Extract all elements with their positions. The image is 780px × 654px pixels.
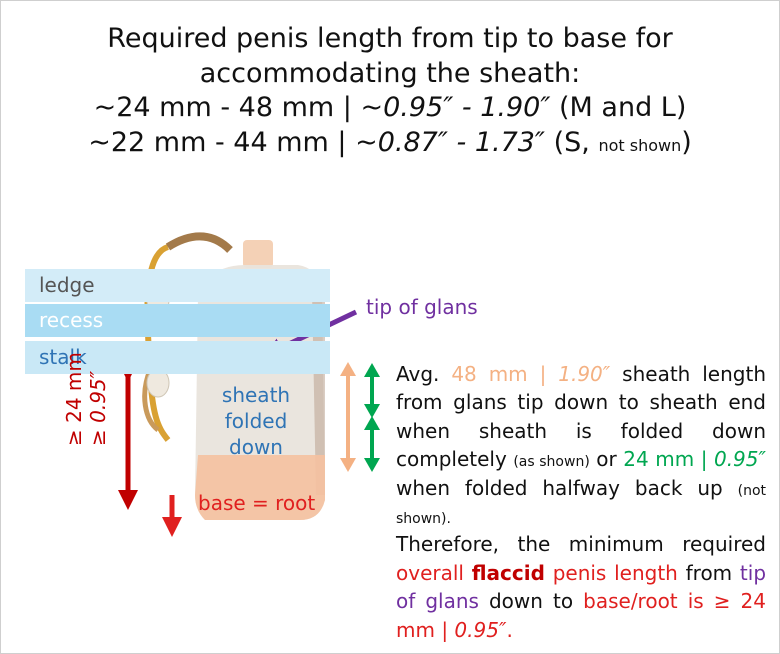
sheath-folded-line-3: down: [229, 435, 283, 459]
para-base-root: base/root is ≥ 24 mm |: [396, 589, 766, 642]
explanation-paragraph: Avg. 48 mm | 1.90″ sheath length from gl…: [396, 360, 766, 644]
title: Required penis length from tip to base f…: [0, 22, 780, 160]
para-or: or: [589, 447, 624, 472]
para-period: .: [506, 617, 513, 642]
title-line-4-mm: ~22 mm - 44 mm | ~: [88, 126, 378, 158]
sheath-top-cap: [243, 240, 273, 268]
band-recess-label: recess: [39, 308, 104, 332]
base-root-label: base = root: [198, 491, 316, 515]
para-48mm: 48 mm |: [451, 362, 559, 386]
sheath-folded-line-1: sheath: [221, 383, 291, 407]
para-halfway-text: when folded halfway back up: [396, 475, 738, 500]
para-overall: overall: [396, 560, 472, 585]
band-ledge: ledge: [25, 269, 330, 302]
title-line-2: accommodating the sheath:: [199, 57, 581, 89]
band-ledge-label: ledge: [39, 273, 95, 297]
para-final-inch: 0.95″: [454, 617, 507, 642]
para-avg: Avg.: [396, 362, 452, 386]
green-head-1-bottom: [364, 404, 380, 418]
band-stalk: stalk: [25, 341, 330, 374]
sheath-base-skin: [195, 455, 325, 520]
title-line-4-close: ): [681, 126, 692, 158]
title-line-1: Required penis length from tip to base f…: [107, 23, 673, 54]
para-tip-of-glans: tip of glans: [396, 560, 767, 614]
min-length-in: ≥ 0.95″: [86, 370, 110, 446]
sheath-folded-label: sheath folded down: [214, 382, 298, 460]
para-sheath-length-text: sheath length from glans tip down to she…: [396, 362, 767, 472]
band-stalk-label: stalk: [39, 345, 87, 369]
title-line-4-note: not shown: [598, 135, 682, 155]
green-head-2-bottom: [364, 458, 380, 472]
cord-strap: [165, 232, 233, 253]
para-as-shown: (as shown): [513, 454, 590, 471]
para-190in: 1.90″: [558, 362, 611, 386]
peach-head-bottom: [340, 458, 356, 472]
min-length-mm: ≥ 24 mm: [62, 352, 86, 446]
green-head-1-top: [364, 363, 380, 377]
sheath-folded-line-2: folded: [224, 409, 288, 433]
title-line-3-mm: ~24 mm - 48 mm | ~: [93, 92, 384, 124]
title-line-3-sizes: (M and L): [550, 92, 687, 124]
para-24mm: 24 mm |: [623, 447, 714, 472]
para-down-to: down to: [478, 589, 584, 614]
para-095in: 0.95″: [713, 447, 766, 472]
title-line-3-inch: 0.95″ - 1.90″: [383, 92, 551, 124]
para-from: from: [677, 560, 740, 585]
title-line-4-inch: 0.87″ - 1.73″: [377, 126, 546, 158]
band-recess: recess: [25, 304, 330, 337]
peach-head-top: [340, 362, 356, 376]
para-therefore: Therefore, the minimum required: [396, 532, 766, 557]
min-length-label: ≥ 24 mm ≥ 0.95″: [62, 352, 110, 446]
green-head-2-top: [364, 416, 380, 430]
title-line-4-size: (S,: [545, 126, 599, 158]
tip-of-glans-label: tip of glans: [366, 295, 478, 319]
para-penis-length: penis length: [544, 560, 678, 585]
para-flaccid: flaccid: [471, 560, 545, 585]
para-not-shown: (not shown).: [396, 482, 766, 527]
